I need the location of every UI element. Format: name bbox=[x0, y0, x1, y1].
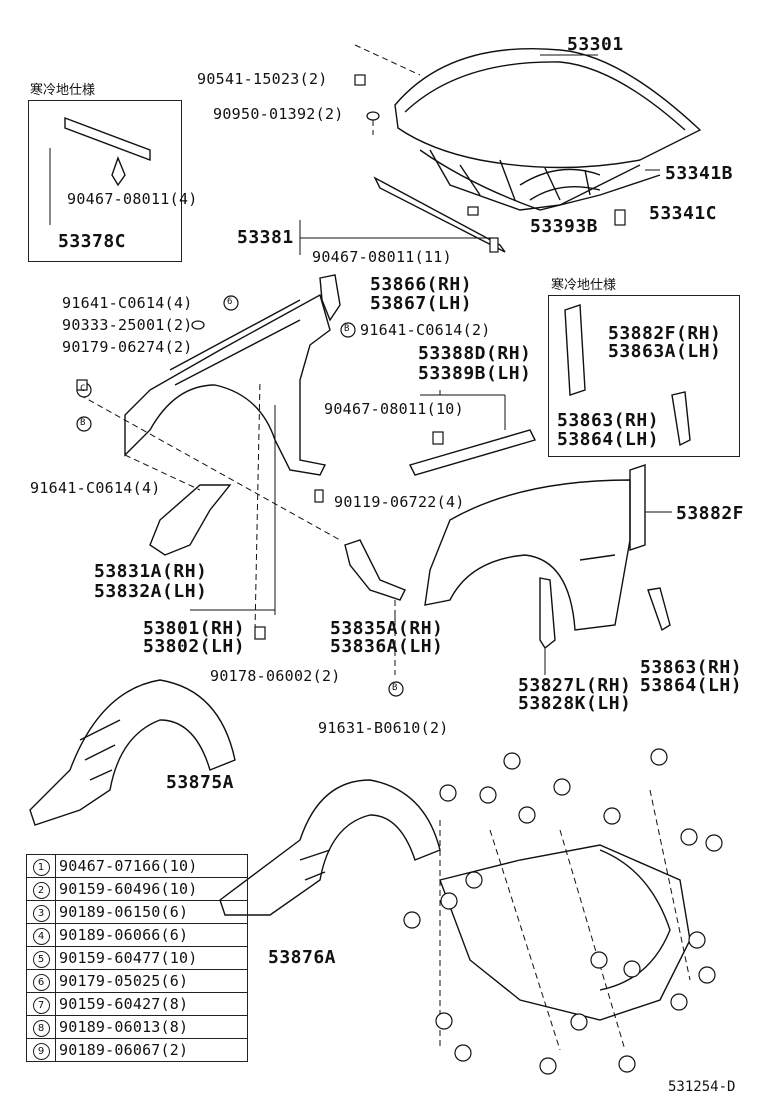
label-seal-c: 53341C bbox=[649, 203, 718, 224]
legend-part-number: 90159-60477(10) bbox=[55, 946, 248, 970]
legend-number-cell: 4 bbox=[26, 923, 56, 947]
legend-number: 8 bbox=[32, 1020, 50, 1037]
legend-number: 9 bbox=[32, 1043, 50, 1060]
legend-number: 4 bbox=[32, 928, 50, 945]
liner-876a-illustration bbox=[219, 779, 441, 916]
label-bracket-lh: 53867(LH) bbox=[370, 293, 473, 314]
legend-row: 8 90189-06013(8) bbox=[26, 1015, 248, 1039]
callout-c: C bbox=[80, 384, 86, 394]
label-seal-863-rh: 53863(RH) bbox=[640, 657, 743, 678]
fender-left-illustration bbox=[124, 293, 331, 476]
label-bracket-835a: 53835A(RH) bbox=[330, 618, 444, 639]
label-inset-863: 53863(RH) bbox=[557, 410, 660, 431]
label-inset-863a: 53863A(LH) bbox=[608, 341, 722, 362]
liner-875a-illustration bbox=[29, 679, 236, 826]
legend-number-cell: 6 bbox=[26, 969, 56, 993]
legend-row: 4 90189-06066(6) bbox=[26, 923, 248, 947]
callout-b-top: B bbox=[344, 324, 350, 334]
label-apron-rh: 53831A(RH) bbox=[94, 561, 208, 582]
label-bracket-rh: 53866(RH) bbox=[370, 274, 473, 295]
legend-number-cell: 5 bbox=[26, 946, 56, 970]
label-bolt-06722: 90119-06722(4) bbox=[334, 493, 465, 511]
inset-box-left bbox=[28, 100, 182, 262]
label-inset-882f: 53882F(RH) bbox=[608, 323, 722, 344]
label-nut-06274: 90179-06274(2) bbox=[62, 338, 193, 356]
label-seal-393b: 53393B bbox=[530, 216, 599, 237]
legend-row: 6 90179-05025(6) bbox=[26, 969, 248, 993]
legend-part-number: 90189-06067(2) bbox=[55, 1038, 248, 1062]
hood-illustration bbox=[394, 47, 702, 211]
label-inset-864: 53864(LH) bbox=[557, 429, 660, 450]
legend-number-cell: 1 bbox=[26, 854, 56, 878]
label-fender-lh: 53802(LH) bbox=[143, 636, 246, 657]
label-shield-rh: 53827L(RH) bbox=[518, 675, 632, 696]
label-clip-381: 90467-08011(11) bbox=[312, 248, 452, 266]
legend-row: 9 90189-06067(2) bbox=[26, 1038, 248, 1062]
label-hood: 53301 bbox=[567, 34, 624, 55]
label-nut-6-top: 91641-C0614(4) bbox=[62, 294, 193, 312]
fender-right-illustration bbox=[424, 479, 631, 631]
label-liner-875a: 53875A bbox=[166, 772, 235, 793]
label-nut-b-top: 91641-C0614(2) bbox=[360, 321, 491, 339]
label-bolt-b0610: 91631-B0610(2) bbox=[318, 719, 449, 737]
fastener-legend: 1 90467-07166(10) 2 90159-60496(10) 3 90189-0… bbox=[26, 854, 248, 1062]
legend-row: 3 90189-06150(6) bbox=[26, 900, 248, 924]
legend-row: 1 90467-07166(10) bbox=[26, 854, 248, 878]
legend-row: 2 90159-60496(10) bbox=[26, 877, 248, 901]
legend-row: 5 90159-60477(10) bbox=[26, 946, 248, 970]
legend-number: 1 bbox=[32, 859, 50, 876]
label-apron-lh: 53832A(LH) bbox=[94, 581, 208, 602]
label-liner-876a: 53876A bbox=[268, 947, 337, 968]
legend-part-number: 90189-06150(6) bbox=[55, 900, 248, 924]
label-fender-rh: 53801(RH) bbox=[143, 618, 246, 639]
callout-b-bottom: B bbox=[392, 683, 398, 693]
diagram-code: 531254-D bbox=[668, 1079, 736, 1095]
legend-number: 7 bbox=[32, 997, 50, 1014]
inset-note-right: 寒冷地仕様 bbox=[551, 278, 617, 293]
callout-six: 6 bbox=[227, 297, 233, 307]
label-seal-381: 53381 bbox=[237, 227, 294, 248]
legend-number-cell: 3 bbox=[26, 900, 56, 924]
callout-b-left: B bbox=[80, 418, 86, 428]
legend-number-cell: 2 bbox=[26, 877, 56, 901]
label-shield-lh: 53828K(LH) bbox=[518, 693, 632, 714]
label-bracket-836a: 53836A(LH) bbox=[330, 636, 444, 657]
label-seal-882f: 53882F bbox=[676, 503, 745, 524]
inset-note-left: 寒冷地仕様 bbox=[30, 83, 96, 98]
label-cushion: 90950-01392(2) bbox=[213, 105, 344, 123]
label-seal-388d: 53388D(RH) bbox=[418, 343, 532, 364]
label-seal-b: 53341B bbox=[665, 163, 734, 184]
label-nut-b-bottom: 91641-C0614(4) bbox=[30, 479, 161, 497]
inset-box-right bbox=[548, 295, 740, 457]
legend-number: 3 bbox=[32, 905, 50, 922]
label-seal-864-lh: 53864(LH) bbox=[640, 675, 743, 696]
legend-part-number: 90467-07166(10) bbox=[55, 854, 248, 878]
legend-number-cell: 7 bbox=[26, 992, 56, 1016]
label-nut-06002: 90178-06002(2) bbox=[210, 667, 341, 685]
legend-number: 6 bbox=[32, 974, 50, 991]
legend-number-cell: 9 bbox=[26, 1038, 56, 1062]
label-clip-seal: 90467-08011(10) bbox=[324, 400, 464, 418]
label-seal-389b: 53389B(LH) bbox=[418, 363, 532, 384]
label-clip-25001: 90333-25001(2) bbox=[62, 316, 193, 334]
legend-part-number: 90189-06066(6) bbox=[55, 923, 248, 947]
apron-assembly-illustration bbox=[439, 844, 691, 1021]
label-bolt-a: 90541-15023(2) bbox=[197, 70, 328, 88]
legend-number: 5 bbox=[32, 951, 50, 968]
legend-part-number: 90159-60427(8) bbox=[55, 992, 248, 1016]
label-seal-378c: 53378C bbox=[58, 231, 127, 252]
seal-strip bbox=[373, 176, 506, 253]
legend-part-number: 90189-06013(8) bbox=[55, 1015, 248, 1039]
legend-number: 2 bbox=[32, 882, 50, 899]
legend-row: 7 90159-60427(8) bbox=[26, 992, 248, 1016]
legend-part-number: 90159-60496(10) bbox=[55, 877, 248, 901]
label-clip-inset-left: 90467-08011(4) bbox=[67, 190, 198, 208]
legend-part-number: 90179-05025(6) bbox=[55, 969, 248, 993]
legend-number-cell: 8 bbox=[26, 1015, 56, 1039]
